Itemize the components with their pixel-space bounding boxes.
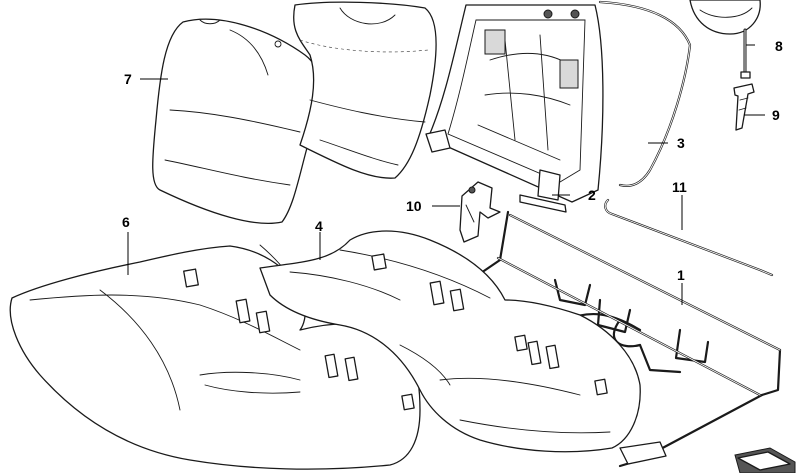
callout-8: 8: [775, 38, 783, 54]
callout-9: 9: [772, 107, 780, 123]
mounting-bracket: [619, 441, 796, 473]
callout-6: 6: [122, 214, 130, 230]
spring-wire-rod: [604, 198, 774, 277]
callout-7: 7: [124, 71, 132, 87]
backrest-edge-wire: [598, 0, 692, 187]
headrest-guide-sleeve: [733, 83, 755, 131]
callout-4: 4: [315, 218, 323, 234]
headrest: [689, 0, 761, 35]
backrest-frame: [425, 4, 604, 203]
callout-2: 2: [588, 187, 596, 203]
seat-cushion-right: [259, 230, 641, 453]
center-bracket: [459, 181, 501, 243]
callout-3: 3: [677, 135, 685, 151]
callout-11: 11: [672, 179, 687, 195]
backrest-cover-right: [293, 1, 437, 179]
backrest-cover-left: [152, 18, 321, 225]
hinge-bracket: [519, 194, 567, 213]
headrest-guide-rod: [740, 28, 751, 79]
callout-1: 1: [677, 267, 685, 283]
callout-10: 10: [406, 198, 422, 214]
leader-lines: [127, 44, 765, 305]
